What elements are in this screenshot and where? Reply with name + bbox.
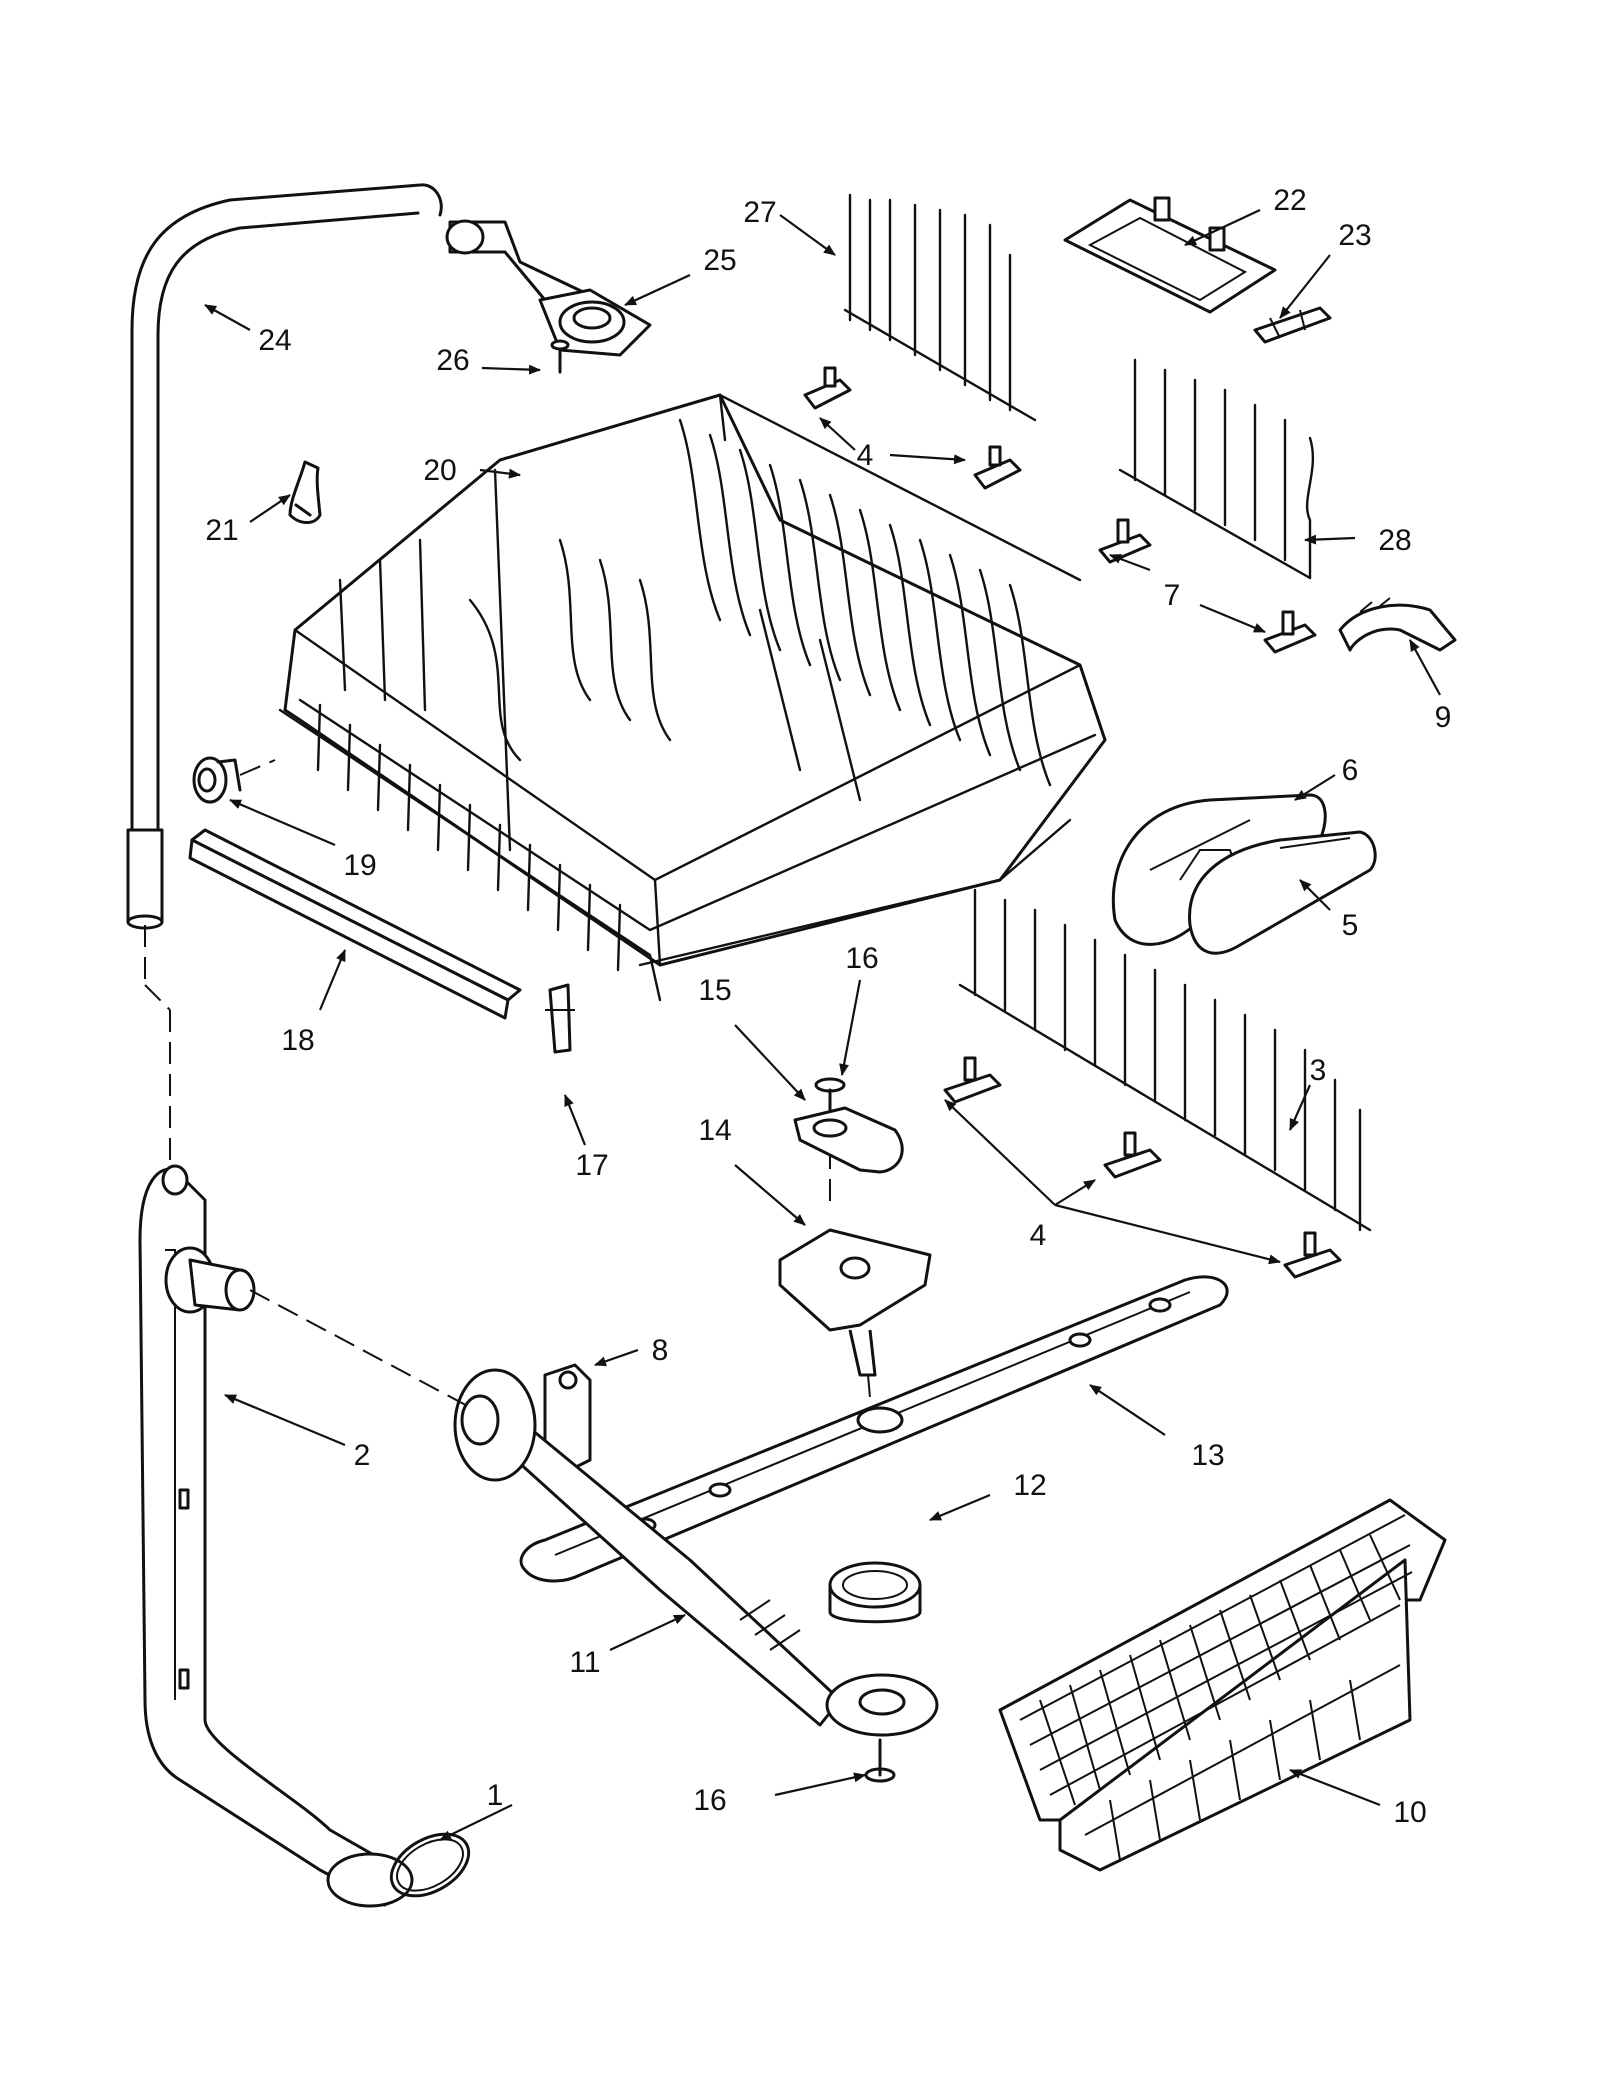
callout-24: 24	[258, 324, 291, 357]
callout-4-lower: 4	[1030, 1219, 1047, 1252]
rack-rail-part	[188, 828, 522, 1020]
supply-tube-part	[126, 183, 443, 930]
callout-2: 2	[354, 1439, 371, 1472]
o-ring-part	[389, 1832, 471, 1898]
tine-row-part	[1118, 358, 1315, 580]
callout-9: 9	[1435, 701, 1452, 734]
callout-1: 1	[487, 1779, 504, 1812]
callout-14: 14	[698, 1114, 731, 1147]
callout-28: 28	[1378, 524, 1411, 557]
leader-lines	[204, 209, 1441, 1841]
rack-adjuster-part	[1338, 597, 1457, 652]
callout-4-upper: 4	[857, 439, 874, 472]
bearing-part	[793, 1106, 904, 1174]
callout-15: 15	[698, 974, 731, 1007]
callout-11: 11	[569, 1646, 600, 1679]
callout-25: 25	[703, 244, 736, 277]
tine-row-part	[843, 193, 1037, 422]
manifold-bracket-part	[778, 1228, 932, 1421]
callout-12: 12	[1013, 1469, 1046, 1502]
callout-26: 26	[436, 344, 469, 377]
rack-roller-part	[192, 756, 276, 804]
tine-clip-part	[1098, 518, 1317, 654]
callout-23: 23	[1338, 219, 1371, 252]
lower-spray-arm-part	[519, 1275, 1229, 1583]
small-clip-part	[1253, 306, 1332, 344]
callout-16-top: 16	[845, 942, 878, 975]
tine-clip-part	[943, 1056, 1342, 1279]
callout-18: 18	[281, 1024, 314, 1057]
tine-row-part	[958, 888, 1372, 1232]
clip-part	[288, 460, 322, 524]
adjuster-cover-part	[1188, 830, 1377, 955]
callout-27: 27	[743, 196, 776, 229]
callout-7: 7	[1164, 579, 1181, 612]
callout-8: 8	[652, 1334, 669, 1367]
manifold-tube-part	[453, 1368, 939, 1737]
tine-clip-part	[803, 366, 1022, 490]
supply-manifold-part	[138, 1164, 476, 1908]
callout-13: 13	[1191, 1439, 1224, 1472]
callout-19: 19	[343, 849, 376, 882]
callout-labels: 1 2 3 4 4 5 6 7 8 9 10 11 12 13 14 15 16…	[205, 184, 1451, 1829]
callout-3: 3	[1310, 1054, 1327, 1087]
callout-21: 21	[205, 514, 238, 547]
callout-22: 22	[1273, 184, 1306, 217]
callout-17: 17	[575, 1149, 608, 1182]
bracket-part	[1063, 196, 1277, 314]
upper-spray-nozzle-part	[445, 219, 652, 357]
seal-ring-part	[828, 1561, 922, 1624]
callout-16-bottom: 16	[693, 1784, 726, 1817]
screw-part	[864, 1738, 896, 1783]
rail-stop-part	[545, 983, 575, 1054]
upper-dishrack-part	[278, 393, 1107, 1002]
callout-6: 6	[1342, 754, 1359, 787]
screw-part	[550, 339, 570, 374]
callout-10: 10	[1393, 1796, 1426, 1829]
callout-20: 20	[423, 454, 456, 487]
callout-5: 5	[1342, 909, 1359, 942]
filter-basket-part	[998, 1498, 1447, 1872]
